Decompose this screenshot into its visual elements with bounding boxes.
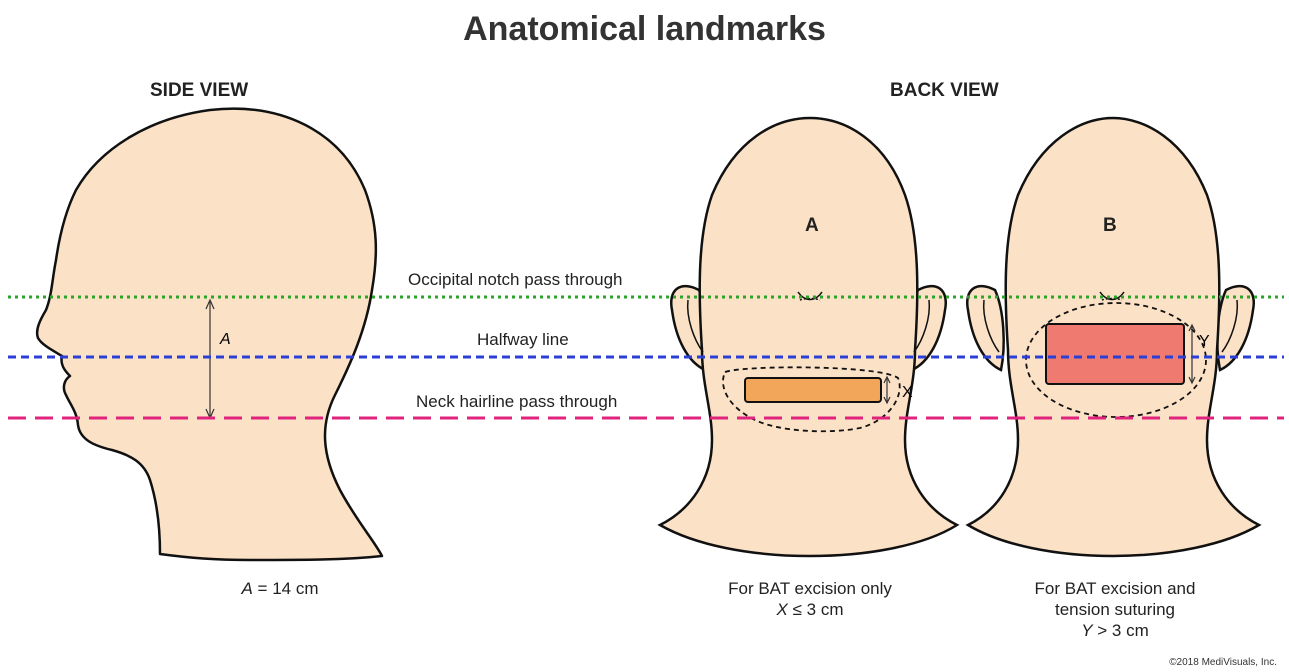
panel-a-caption-line1: For BAT excision only [690,578,930,599]
caption-x-symbol: X [777,600,788,619]
panel-b-caption-line3: Y > 3 cm [990,620,1240,641]
back-view-head-a [660,118,957,556]
caption-y-symbol: Y [1081,621,1092,640]
halfway-line-label: Halfway line [477,330,569,350]
occipital-notch-label: Occipital notch pass through [408,270,623,290]
panel-b-caption-line1: For BAT excision and [990,578,1240,599]
side-view-caption: A = 14 cm [190,578,370,599]
dimension-a-symbol: A [219,331,231,348]
panel-a-letter: A [805,215,819,237]
panel-b-caption-line2: tension suturing [990,599,1240,620]
panel-b-letter: B [1103,215,1117,237]
caption-a-symbol: A [241,579,252,598]
copyright-notice: ©2018 MediVisuals, Inc. [1169,657,1277,668]
caption-a-value: = 14 cm [253,579,319,598]
caption-x-value: ≤ 3 cm [788,600,844,619]
neck-hairline-label: Neck hairline pass through [416,392,617,412]
panel-a-caption: For BAT excision only X ≤ 3 cm [690,578,930,620]
panel-a-caption-line2: X ≤ 3 cm [690,599,930,620]
dimension-y-symbol: Y [1199,333,1210,350]
excision-area-b [1046,324,1184,384]
excision-area-a [745,378,881,402]
dimension-x-symbol: X [902,384,913,401]
back-view-head-b [967,118,1259,556]
panel-b-caption: For BAT excision and tension suturing Y … [990,578,1240,641]
caption-y-value: > 3 cm [1093,621,1149,640]
